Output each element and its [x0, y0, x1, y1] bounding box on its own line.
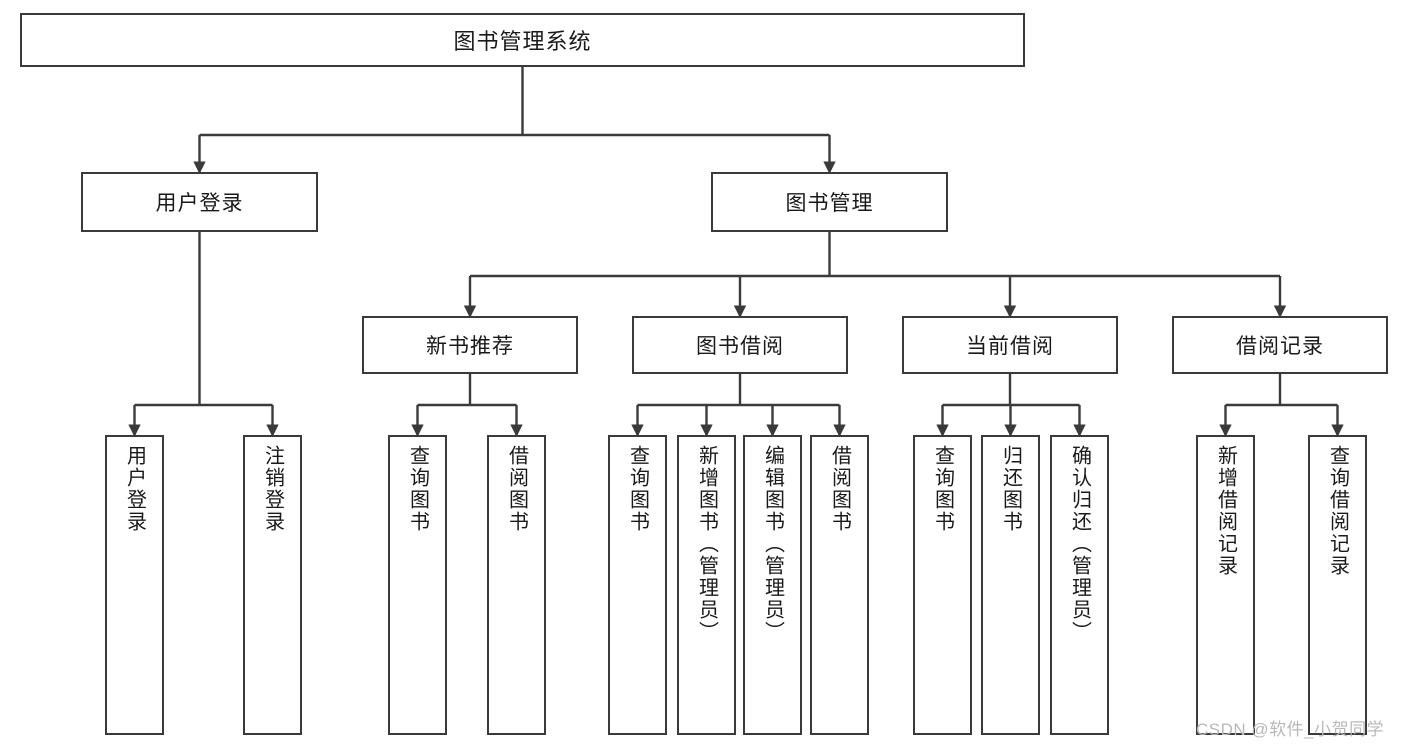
node-leaf-编辑图书（管理员）[interactable]: 编辑图书（管理员）	[743, 435, 802, 735]
node-label: 新书推荐	[426, 335, 514, 358]
node-label: 新增图书（管理员）	[695, 445, 718, 643]
node-label: 图书管理	[785, 192, 874, 215]
node-leaf-确认归还（管理员）[interactable]: 确认归还（管理员）	[1050, 435, 1109, 735]
node-level1-图书管理[interactable]: 图书管理	[711, 172, 948, 232]
node-root-图书管理系统[interactable]: 图书管理系统	[20, 13, 1025, 67]
node-level1-用户登录[interactable]: 用户登录	[81, 172, 318, 232]
node-leaf-查询图书[interactable]: 查询图书	[388, 435, 447, 735]
node-leaf-借阅图书[interactable]: 借阅图书	[487, 435, 546, 735]
node-leaf-查询借阅记录[interactable]: 查询借阅记录	[1308, 435, 1367, 735]
node-label: 新增借阅记录	[1214, 445, 1237, 577]
csdn-watermark: CSDN @软件_小贺同学	[1196, 720, 1385, 739]
node-leaf-查询图书[interactable]: 查询图书	[608, 435, 667, 735]
node-label: 借阅记录	[1236, 335, 1324, 358]
node-label: 借阅图书	[505, 445, 528, 533]
node-leaf-新增图书（管理员）[interactable]: 新增图书（管理员）	[677, 435, 736, 735]
node-level2-当前借阅[interactable]: 当前借阅	[902, 316, 1118, 374]
node-leaf-查询图书[interactable]: 查询图书	[913, 435, 972, 735]
node-leaf-借阅图书[interactable]: 借阅图书	[810, 435, 869, 735]
node-leaf-注销登录[interactable]: 注销登录	[243, 435, 302, 735]
node-level2-新书推荐[interactable]: 新书推荐	[362, 316, 578, 374]
node-leaf-归还图书[interactable]: 归还图书	[981, 435, 1040, 735]
node-level2-图书借阅[interactable]: 图书借阅	[632, 316, 848, 374]
node-label: 查询借阅记录	[1326, 445, 1349, 577]
node-label: 确认归还（管理员）	[1068, 445, 1091, 643]
node-label: 查询图书	[931, 445, 954, 533]
node-label: 图书管理系统	[453, 29, 592, 54]
node-label: 图书借阅	[696, 335, 784, 358]
node-label: 查询图书	[406, 445, 429, 533]
node-label: 编辑图书（管理员）	[761, 445, 784, 643]
node-label: 借阅图书	[828, 445, 851, 533]
node-label: 用户登录	[123, 445, 146, 533]
node-label: 当前借阅	[966, 335, 1054, 358]
node-leaf-用户登录[interactable]: 用户登录	[105, 435, 164, 735]
node-label: 查询图书	[626, 445, 649, 533]
node-level2-借阅记录[interactable]: 借阅记录	[1172, 316, 1388, 374]
node-label: 注销登录	[261, 445, 284, 533]
node-label: 用户登录	[155, 192, 244, 215]
node-label: 归还图书	[999, 445, 1022, 533]
node-leaf-新增借阅记录[interactable]: 新增借阅记录	[1196, 435, 1255, 735]
